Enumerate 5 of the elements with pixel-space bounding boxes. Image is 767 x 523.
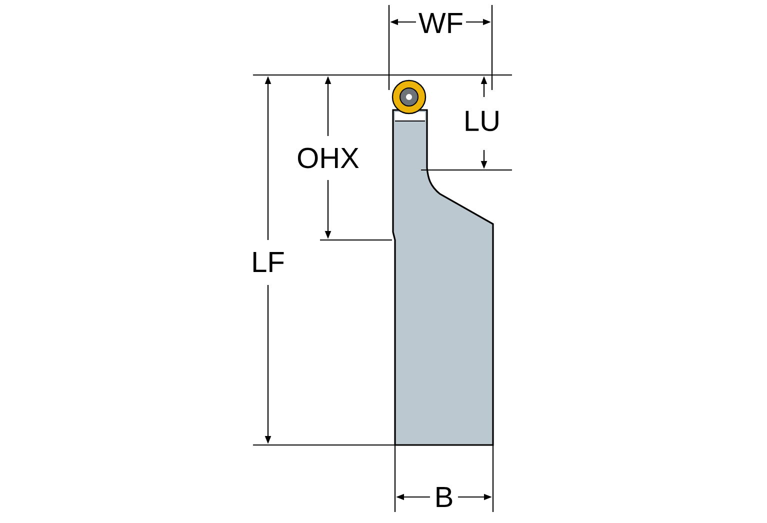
dimension-label: WF <box>418 13 462 33</box>
dimension-label: B <box>436 487 452 507</box>
dimension-label: LF <box>253 252 284 272</box>
dimension-label: OHX <box>298 148 359 168</box>
dimension-label: LU <box>466 110 498 132</box>
